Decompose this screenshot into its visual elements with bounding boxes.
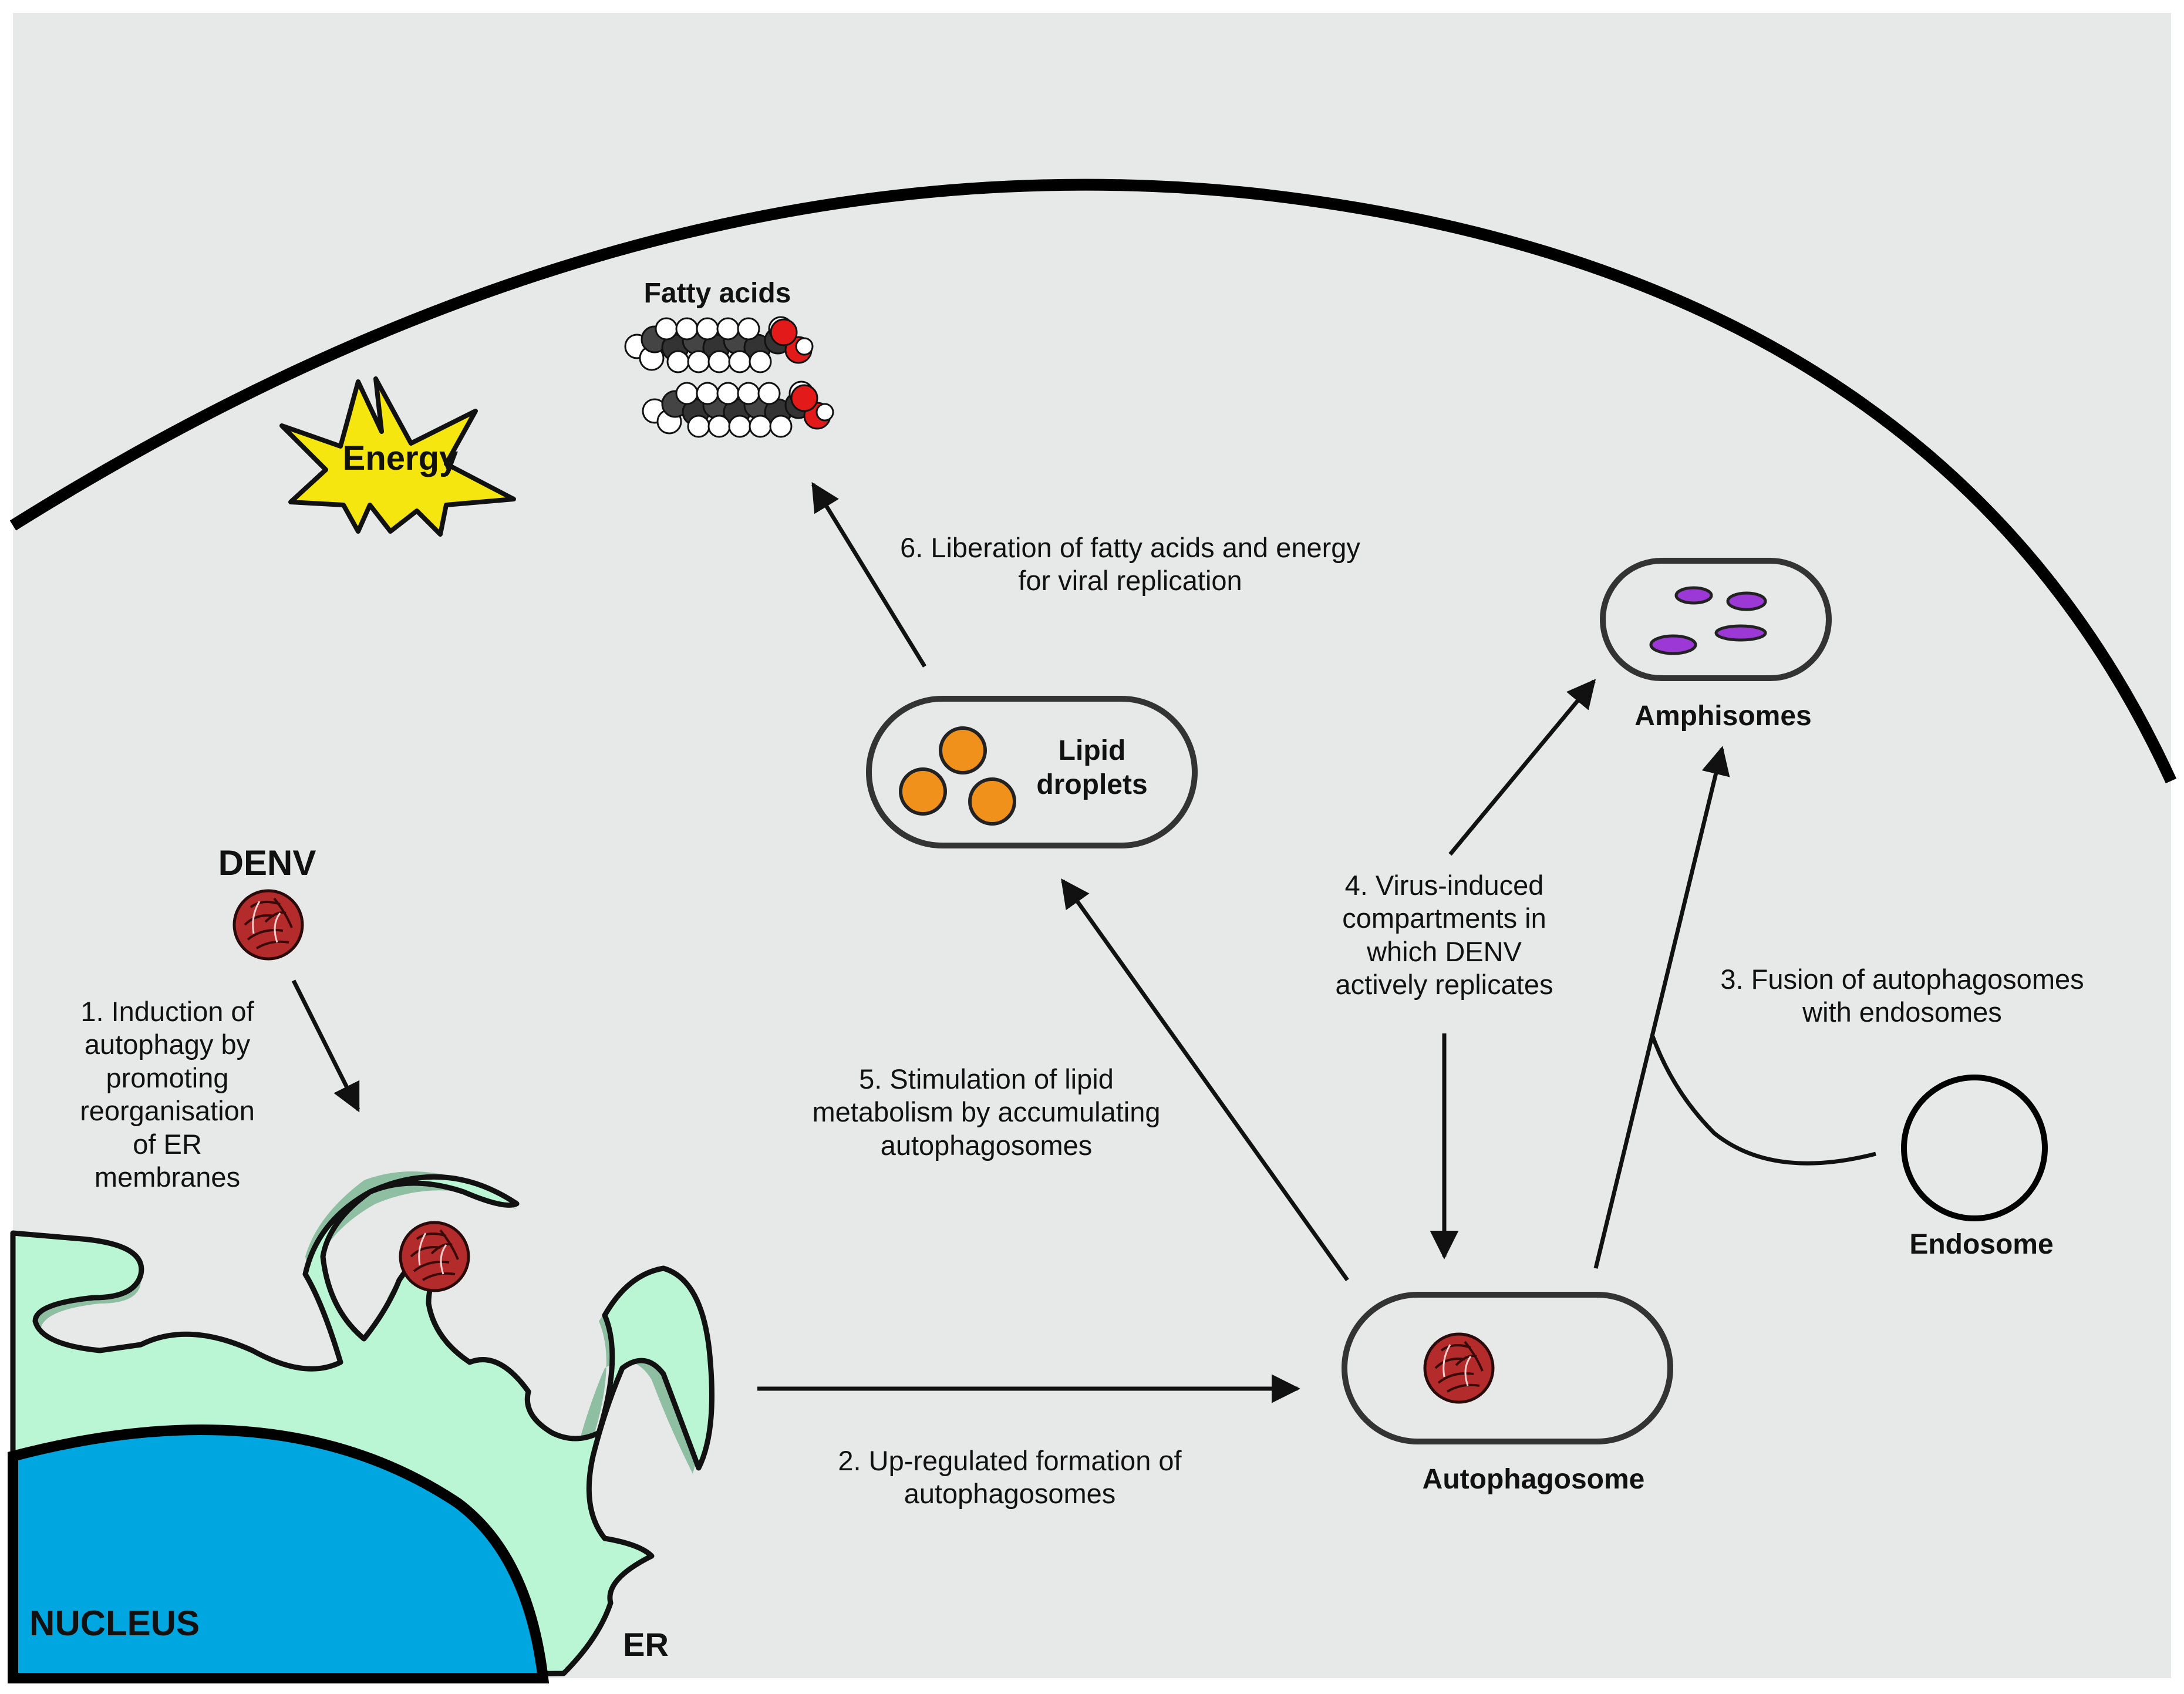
denv-virus-in-er — [400, 1222, 469, 1291]
nucleus-label: NUCLEUS — [29, 1604, 200, 1643]
arrow-step-1 — [291, 979, 360, 1113]
step-2-text: 2. Up-regulated formation of autophagoso… — [838, 1445, 1182, 1510]
step-5-text: 5. Stimulation of lipid metabolism by ac… — [812, 1063, 1161, 1161]
fatty-acid-molecule-1 — [624, 316, 814, 373]
arrow-step-5 — [1061, 878, 1349, 1282]
endosome-fusion-line — [1650, 1035, 1876, 1166]
energy-burst — [279, 376, 516, 537]
energy-label: Energy — [343, 439, 459, 477]
step-6-text: 6. Liberation of fatty acids and energy … — [900, 532, 1360, 597]
amphisomes-label: Amphisomes — [1634, 700, 1811, 732]
endosome-vesicle — [1901, 1075, 2048, 1221]
arrow-step-4-up — [1448, 679, 1596, 856]
amphisome-cargo — [1649, 586, 1767, 655]
endosome-label: Endosome — [1909, 1229, 2053, 1260]
arrow-step-6 — [811, 481, 926, 668]
amphisome-vesicle — [1600, 558, 1832, 681]
step-4-text: 4. Virus-induced compartments in which D… — [1335, 870, 1553, 1001]
denv-virus-in-autophagosome — [1425, 1334, 1493, 1402]
cell-membrane — [9, 179, 2177, 784]
step-3-text: 3. Fusion of autophagosomes with endosom… — [1720, 964, 2084, 1028]
lipid-droplets-label: Lipid droplets — [1036, 735, 1148, 800]
fatty-acid-molecule-2 — [642, 380, 834, 438]
denv-virus-free — [234, 891, 302, 959]
fatty-acids-label: Fatty acids — [644, 278, 791, 309]
step-1-text: 1. Induction of autophagy by promoting r… — [80, 996, 255, 1193]
autophagosome-label: Autophagosome — [1423, 1464, 1645, 1495]
autophagosome-vesicle — [1342, 1292, 1673, 1444]
virus-name-label: DENV — [218, 843, 316, 883]
arrow-autophagosome-to-amphisome — [1593, 746, 1730, 1269]
er-label: ER — [623, 1626, 669, 1663]
nucleus — [8, 1424, 550, 1683]
lipid-droplets — [899, 726, 1016, 826]
